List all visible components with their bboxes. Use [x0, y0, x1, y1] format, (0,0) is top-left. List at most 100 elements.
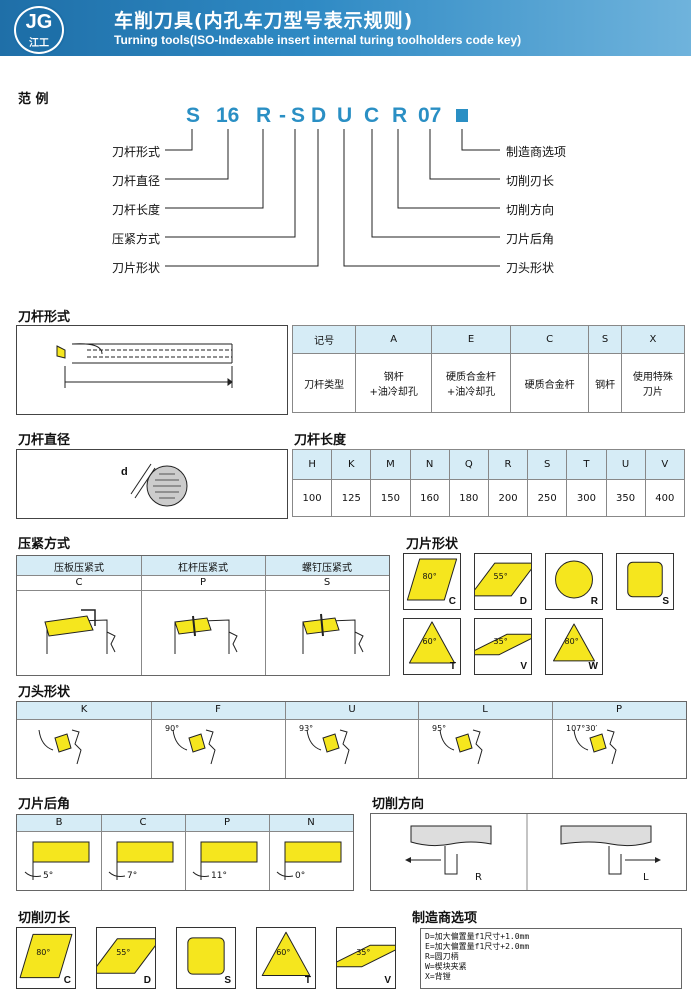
insert-card: S — [616, 553, 674, 610]
insert-shape — [555, 560, 593, 599]
length-value: 200 — [487, 479, 529, 517]
diameter-symbol: d — [121, 466, 128, 478]
bar-section-drawing — [130, 463, 188, 507]
bar-dia-title: 刀杆直径 — [18, 433, 71, 448]
length-value: 180 — [448, 479, 489, 517]
clearance-drawing — [276, 841, 342, 880]
clamp-title: 压紧方式 — [18, 537, 71, 552]
label-clearance: 刀片后角 — [506, 232, 555, 246]
bar-form-title: 刀杆形式 — [18, 310, 71, 325]
head-angle: 93° — [299, 724, 314, 733]
code-char: R — [256, 104, 272, 127]
clearance-angle: 5° — [43, 871, 54, 881]
length-value: 100 — [291, 479, 333, 517]
cell: C — [509, 325, 590, 354]
length-value: 150 — [370, 479, 411, 517]
cell: X — [620, 325, 686, 354]
company-logo: JG 江工 — [14, 6, 64, 54]
insert-code: V — [384, 975, 391, 986]
head-code: P — [615, 704, 623, 715]
insert-code: T — [304, 975, 311, 986]
clamp-drawings — [44, 609, 364, 654]
bar-len-title: 刀杆长度 — [294, 433, 347, 448]
insert-card: S — [176, 927, 236, 989]
head-drawing — [439, 729, 483, 765]
clearance-drawing — [108, 841, 174, 880]
code-char: U — [337, 104, 353, 127]
page-title-en: Turning tools(ISO-Indexable insert inter… — [114, 33, 522, 47]
head-code: F — [215, 704, 221, 715]
insert-angle: 35° — [356, 947, 371, 957]
insert-code: D — [519, 596, 527, 607]
maker-box: D=加大偏置量f1尺寸+1.0mm E=加大偏置量f1尺寸+2.0mm R=圆刀… — [420, 928, 682, 989]
head-angle: 107°30′ — [566, 724, 598, 733]
bar-form-diagram — [16, 325, 288, 415]
length-code: H — [291, 449, 333, 480]
head-code: U — [348, 704, 356, 715]
insert-card: T 60° — [256, 927, 316, 989]
edge-title: 切削刃长 — [18, 911, 71, 926]
head-code: L — [482, 704, 488, 715]
label-bar-dia: 刀杆直径 — [112, 174, 161, 188]
clamp-code: S — [323, 577, 331, 588]
clearance-angle: 0° — [295, 871, 306, 881]
insert-angle: 80° — [422, 572, 437, 582]
label-head-shape: 刀头形状 — [506, 261, 555, 275]
clamp-name: 杠杆压紧式 — [178, 563, 228, 574]
clearance-angle: 11° — [211, 871, 227, 881]
direction-code: R — [475, 872, 482, 883]
insert-card: V 35° — [465, 618, 541, 675]
insert-code: C — [448, 596, 456, 607]
insert-title: 刀片形状 — [406, 537, 459, 552]
insert-card: V 35° — [326, 927, 406, 989]
direction-drawing — [405, 814, 661, 890]
insert-angle: 80° — [564, 637, 579, 647]
insert-card: R — [545, 553, 603, 610]
insert-code: V — [520, 661, 527, 672]
length-value: 400 — [644, 479, 686, 517]
length-value: 350 — [605, 479, 646, 517]
maker-title: 制造商选项 — [412, 911, 478, 926]
cell: E — [431, 325, 511, 354]
code-char: 16 — [216, 104, 240, 127]
length-code: M — [370, 449, 411, 480]
cell: 钢杆 — [588, 353, 622, 413]
head-code: K — [80, 704, 88, 715]
length-value: 250 — [527, 479, 568, 517]
maker-line: X=背镗 — [425, 972, 451, 981]
clamp-name: 压板压紧式 — [54, 563, 104, 574]
code-char: 07 — [418, 104, 442, 127]
insert-shape — [19, 933, 73, 979]
clamp-code: P — [199, 577, 207, 588]
head-drawing — [38, 729, 82, 765]
clearance-code: N — [307, 817, 315, 828]
bar-form-table: 记号 A E C S X 刀杆类型 钢杆 +油冷却孔 硬质合金杆 +油冷却孔 硬… — [291, 325, 686, 413]
page-header — [0, 0, 691, 56]
maker-line: W=楔块夹紧 — [425, 962, 467, 971]
code-char: S — [291, 104, 306, 127]
length-value: 125 — [331, 479, 372, 517]
label-maker: 制造商选项 — [506, 145, 567, 159]
length-code: T — [566, 449, 607, 480]
head-drawing — [573, 729, 617, 765]
length-value: 160 — [409, 479, 450, 517]
boring-bar-drawing — [56, 343, 233, 388]
insert-angle: 60° — [276, 947, 291, 957]
head-drawing — [306, 729, 350, 765]
clamp-code: C — [75, 577, 83, 588]
example-title: 范 例 — [18, 92, 49, 107]
clamp-name: 螺钉压紧式 — [302, 563, 352, 574]
insert-angle: 60° — [422, 637, 437, 647]
insert-angle: 35° — [493, 637, 508, 647]
length-code: U — [605, 449, 646, 480]
length-code: K — [331, 449, 372, 480]
length-code: Q — [448, 449, 489, 480]
insert-angle: 55° — [493, 572, 508, 582]
length-code: S — [527, 449, 568, 480]
code-char: C — [364, 104, 380, 127]
